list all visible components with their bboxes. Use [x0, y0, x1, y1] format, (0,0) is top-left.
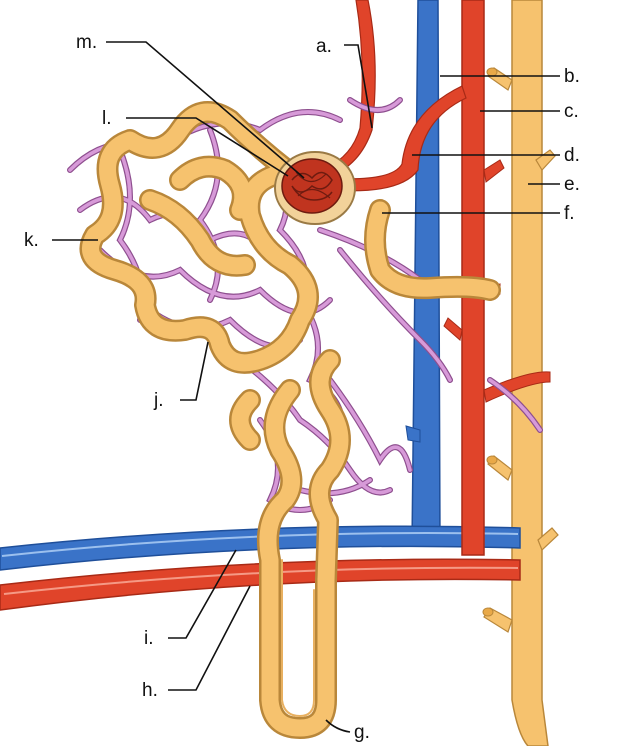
- label-e: e.: [564, 174, 580, 195]
- label-i: i.: [144, 628, 154, 649]
- leader-j: [180, 342, 208, 400]
- label-m: m.: [76, 32, 97, 53]
- label-b: b.: [564, 66, 580, 87]
- label-j: j.: [153, 390, 164, 411]
- label-f: f.: [564, 203, 575, 224]
- label-k: k.: [24, 230, 39, 251]
- label-h: h.: [142, 680, 158, 701]
- leader-i: [168, 550, 236, 638]
- label-c: c.: [564, 101, 579, 122]
- label-d: d.: [564, 145, 580, 166]
- label-a: a.: [316, 36, 332, 57]
- label-l: l.: [102, 108, 112, 129]
- label-g: g.: [354, 722, 370, 743]
